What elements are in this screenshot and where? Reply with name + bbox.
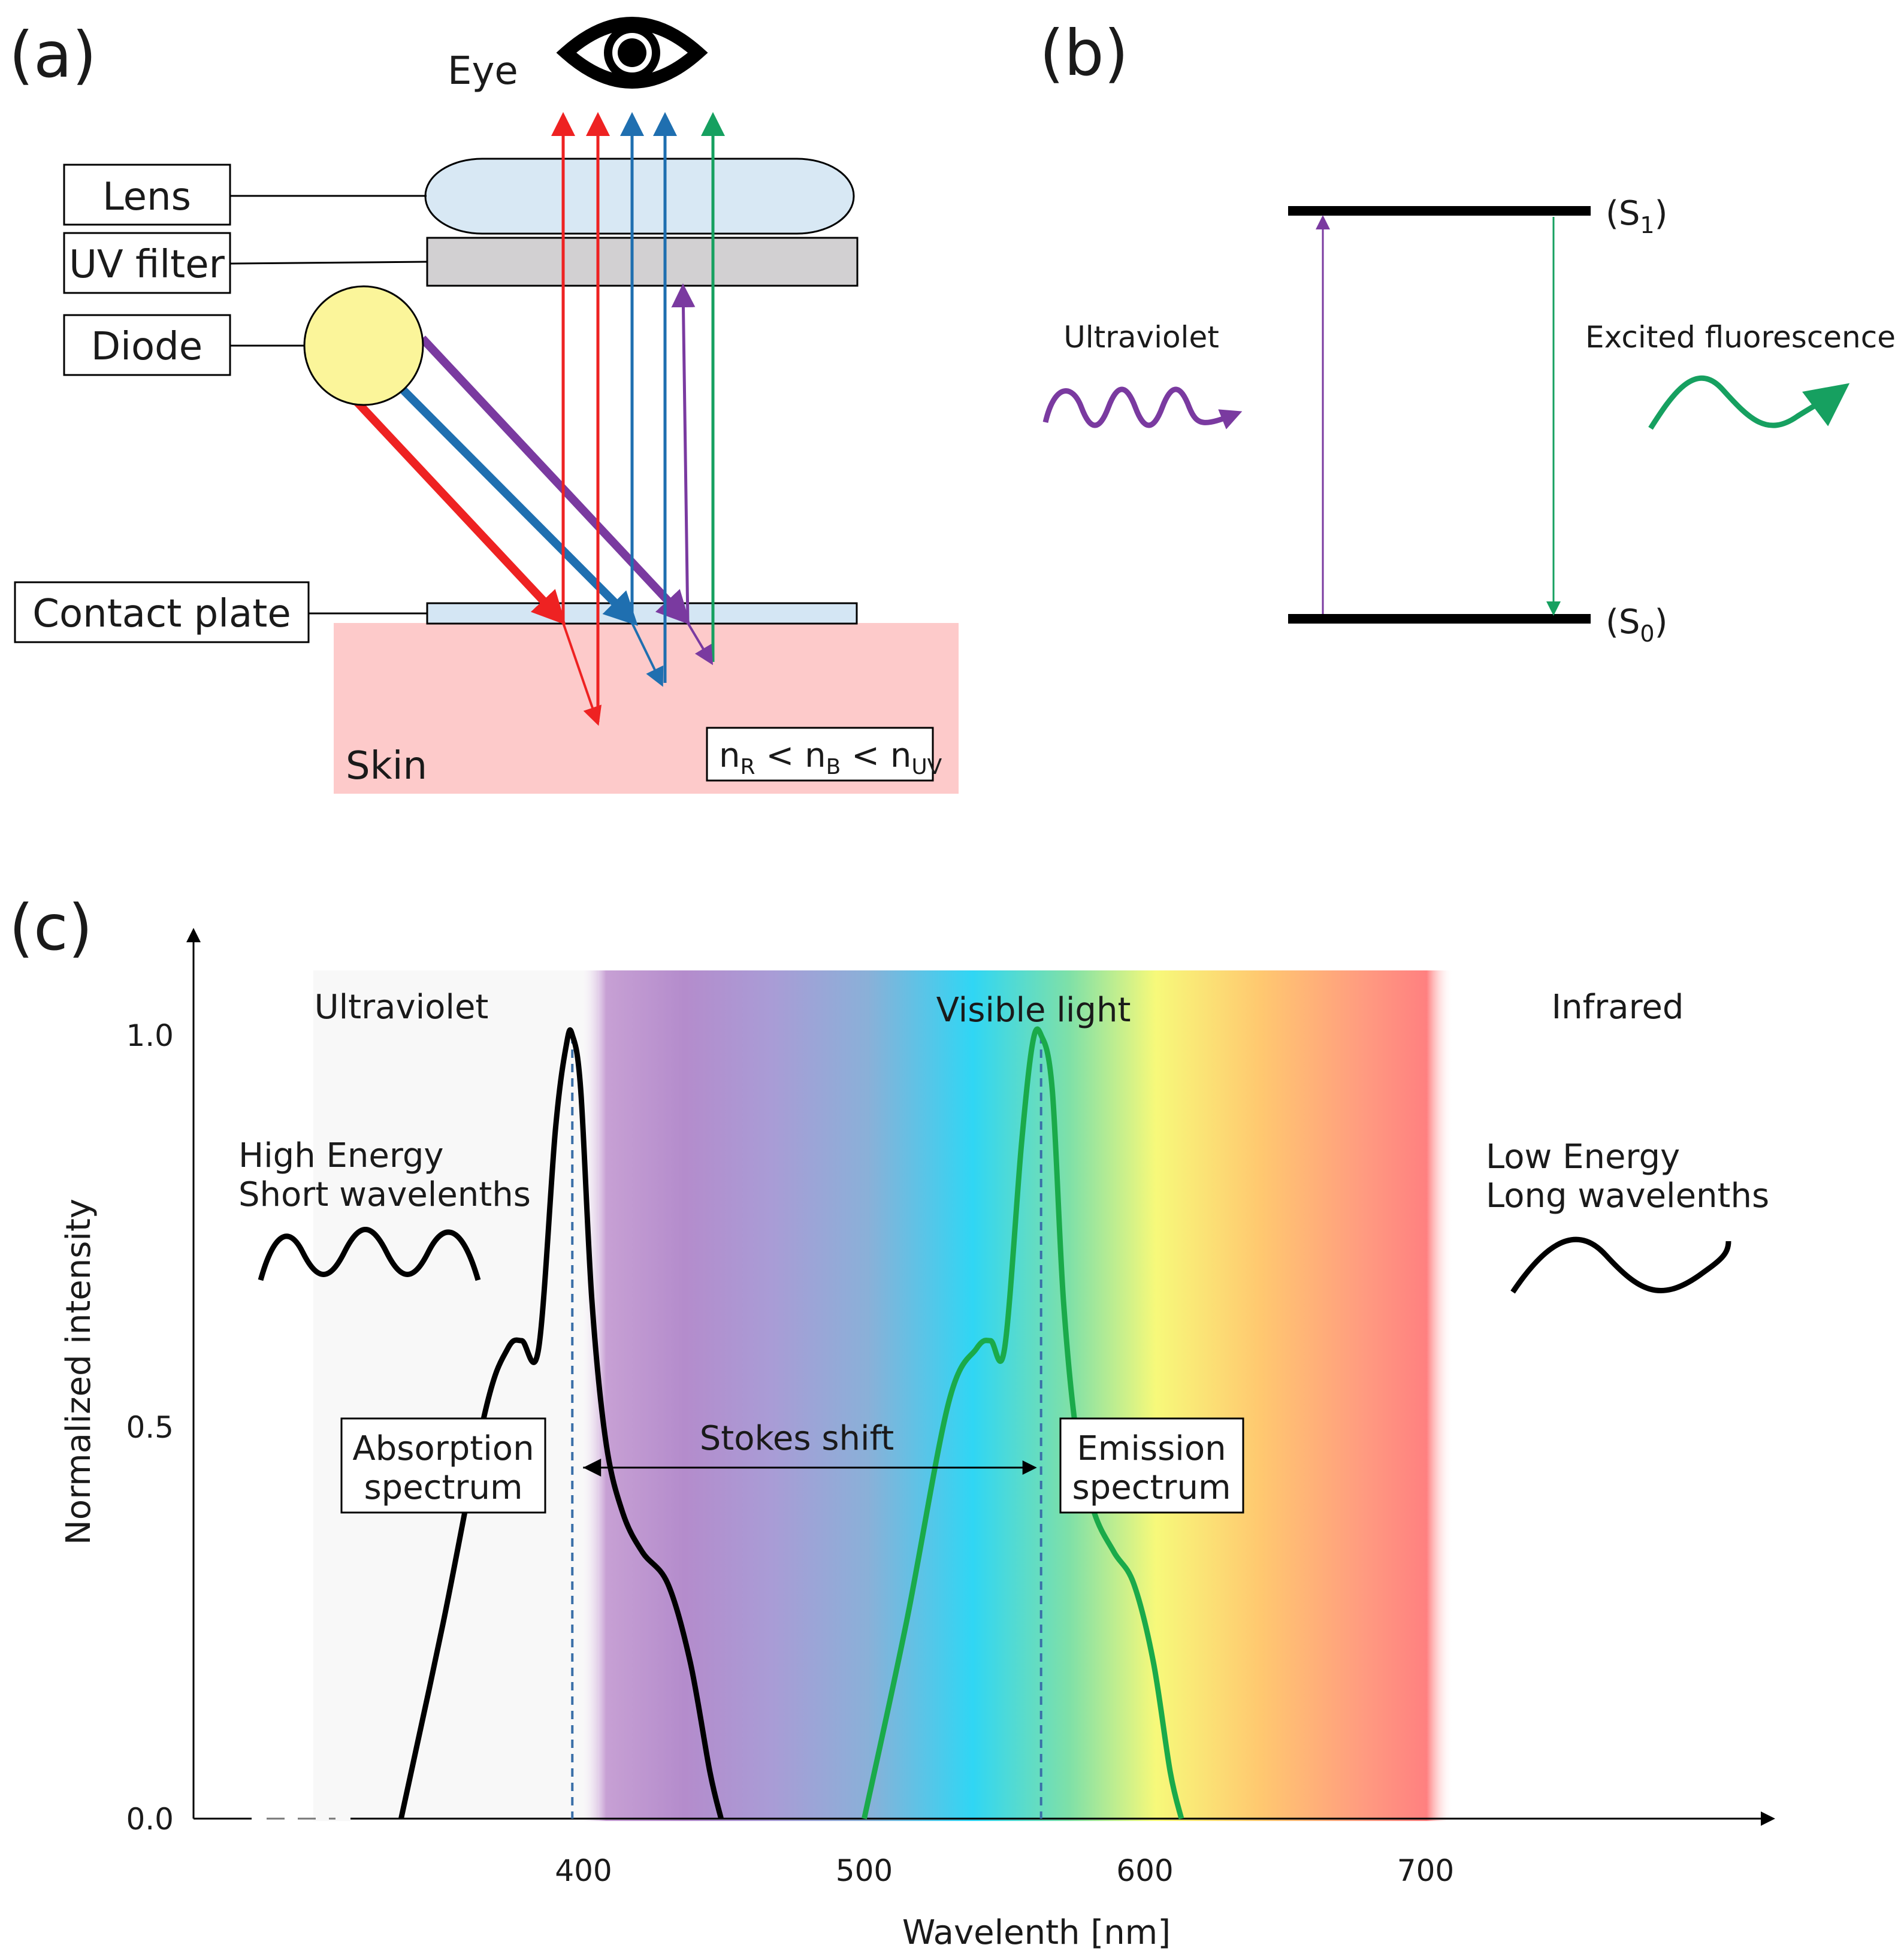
x-tick-label: 400: [555, 1853, 612, 1888]
uv-filter: [426, 237, 859, 287]
visible-region-label: Visible light: [936, 991, 1131, 1030]
n-symbol: n: [719, 736, 741, 775]
high-energy-label: High Energy: [238, 1136, 444, 1175]
short-wave-label: Short wavelenths: [238, 1175, 531, 1214]
absorption-label-box: Absorption spectrum: [340, 1417, 546, 1514]
y-tick-label: 0.0: [126, 1802, 174, 1837]
absorption-spectrum-line: [398, 1027, 724, 1820]
absorption-label-line2: spectrum: [364, 1468, 523, 1507]
fluorescence-wave-icon: [1648, 375, 1850, 430]
long-wave-icon: [1510, 1236, 1731, 1294]
diode: [303, 285, 424, 406]
refracted-violet-ray: [687, 622, 714, 666]
emission-label-box: Emission spectrum: [1059, 1417, 1244, 1514]
emission-label-line1: Emission: [1077, 1429, 1226, 1468]
panel-b: (b) (S1) (S0) Ultraviolet Excited fluore…: [1039, 17, 1896, 647]
refraction-box: nR < nB < nUV: [706, 727, 942, 782]
incident-violet-ray: [419, 335, 691, 625]
refracted-blue-ray: [631, 622, 664, 687]
subscript-uv: UV: [911, 755, 942, 779]
x-tick-labels: 400 500 600 700: [555, 1853, 1454, 1888]
reflected-violet-ray: [671, 283, 696, 624]
short-wave-icon: [258, 1227, 481, 1281]
diode-label-box: Diode: [63, 314, 304, 376]
refracted-red-ray: [562, 622, 602, 726]
uv-region-label: Ultraviolet: [315, 988, 489, 1027]
lens: [424, 158, 855, 235]
incident-red-ray: [352, 397, 566, 625]
fluorescence-label: Excited fluorescence: [1585, 320, 1896, 355]
subscript-b: B: [826, 755, 841, 779]
contact-plate-label-box: Contact plate: [14, 581, 427, 643]
panel-b-label: (b): [1039, 17, 1129, 90]
panel-a-label: (a): [9, 19, 96, 92]
infrared-region-label: Infrared: [1552, 988, 1684, 1027]
uv-band: [313, 970, 598, 1821]
emission-spectrum-line: [862, 1026, 1184, 1820]
lens-label: Lens: [102, 175, 191, 219]
uv-filter-label: UV filter: [69, 243, 225, 287]
incident-blue-ray: [389, 376, 638, 626]
emission-label-line2: spectrum: [1072, 1468, 1231, 1507]
y-tick-label: 1.0: [126, 1018, 174, 1053]
plot-area: [398, 1026, 1184, 1820]
stokes-shift-label: Stokes shift: [700, 1419, 894, 1458]
lt-symbol: <: [851, 736, 880, 775]
x-tick-label: 600: [1116, 1853, 1173, 1888]
x-tick-label: 700: [1397, 1853, 1454, 1888]
absorption-label-line1: Absorption: [352, 1429, 534, 1468]
lt-symbol: <: [766, 736, 794, 775]
panel-c: (c) 0.0 0.5 1.0 400 500 600 700 Wavelenth [nm…: [9, 891, 1775, 1952]
ultraviolet-label: Ultraviolet: [1063, 320, 1219, 355]
uv-filter-label-box: UV filter: [63, 232, 428, 294]
skin-label: Skin: [346, 744, 427, 788]
x-axis-label: Wavelenth [nm]: [902, 1913, 1171, 1952]
subscript-r: R: [741, 755, 755, 779]
y-axis-label: Normalized intensity: [59, 1199, 98, 1545]
diode-label: Diode: [91, 325, 203, 369]
svg-text:nR < nB < nUV: nR < nB < nUV: [719, 736, 942, 779]
long-wave-label: Long wavelenths: [1486, 1176, 1769, 1215]
panel-a: (a) Eye Skin nR < nB < nUV: [9, 17, 959, 794]
low-energy-label: Low Energy: [1486, 1138, 1680, 1176]
s1-label: (S1): [1606, 194, 1667, 238]
panel-c-label: (c): [9, 891, 93, 964]
n-symbol: n: [890, 736, 912, 775]
visible-spectrum-band: [580, 970, 1453, 1821]
s0-label: (S0): [1606, 603, 1667, 647]
eye-label: Eye: [448, 49, 518, 93]
y-tick-labels: 0.0 0.5 1.0: [126, 1018, 174, 1837]
eye-icon: [556, 17, 708, 89]
uv-wave-icon: [1042, 386, 1243, 429]
lens-label-box: Lens: [63, 164, 427, 226]
contact-plate: [426, 602, 858, 625]
contact-plate-label: Contact plate: [32, 592, 291, 636]
y-tick-label: 0.5: [126, 1410, 174, 1445]
n-symbol: n: [805, 736, 826, 775]
x-tick-label: 500: [836, 1853, 893, 1888]
